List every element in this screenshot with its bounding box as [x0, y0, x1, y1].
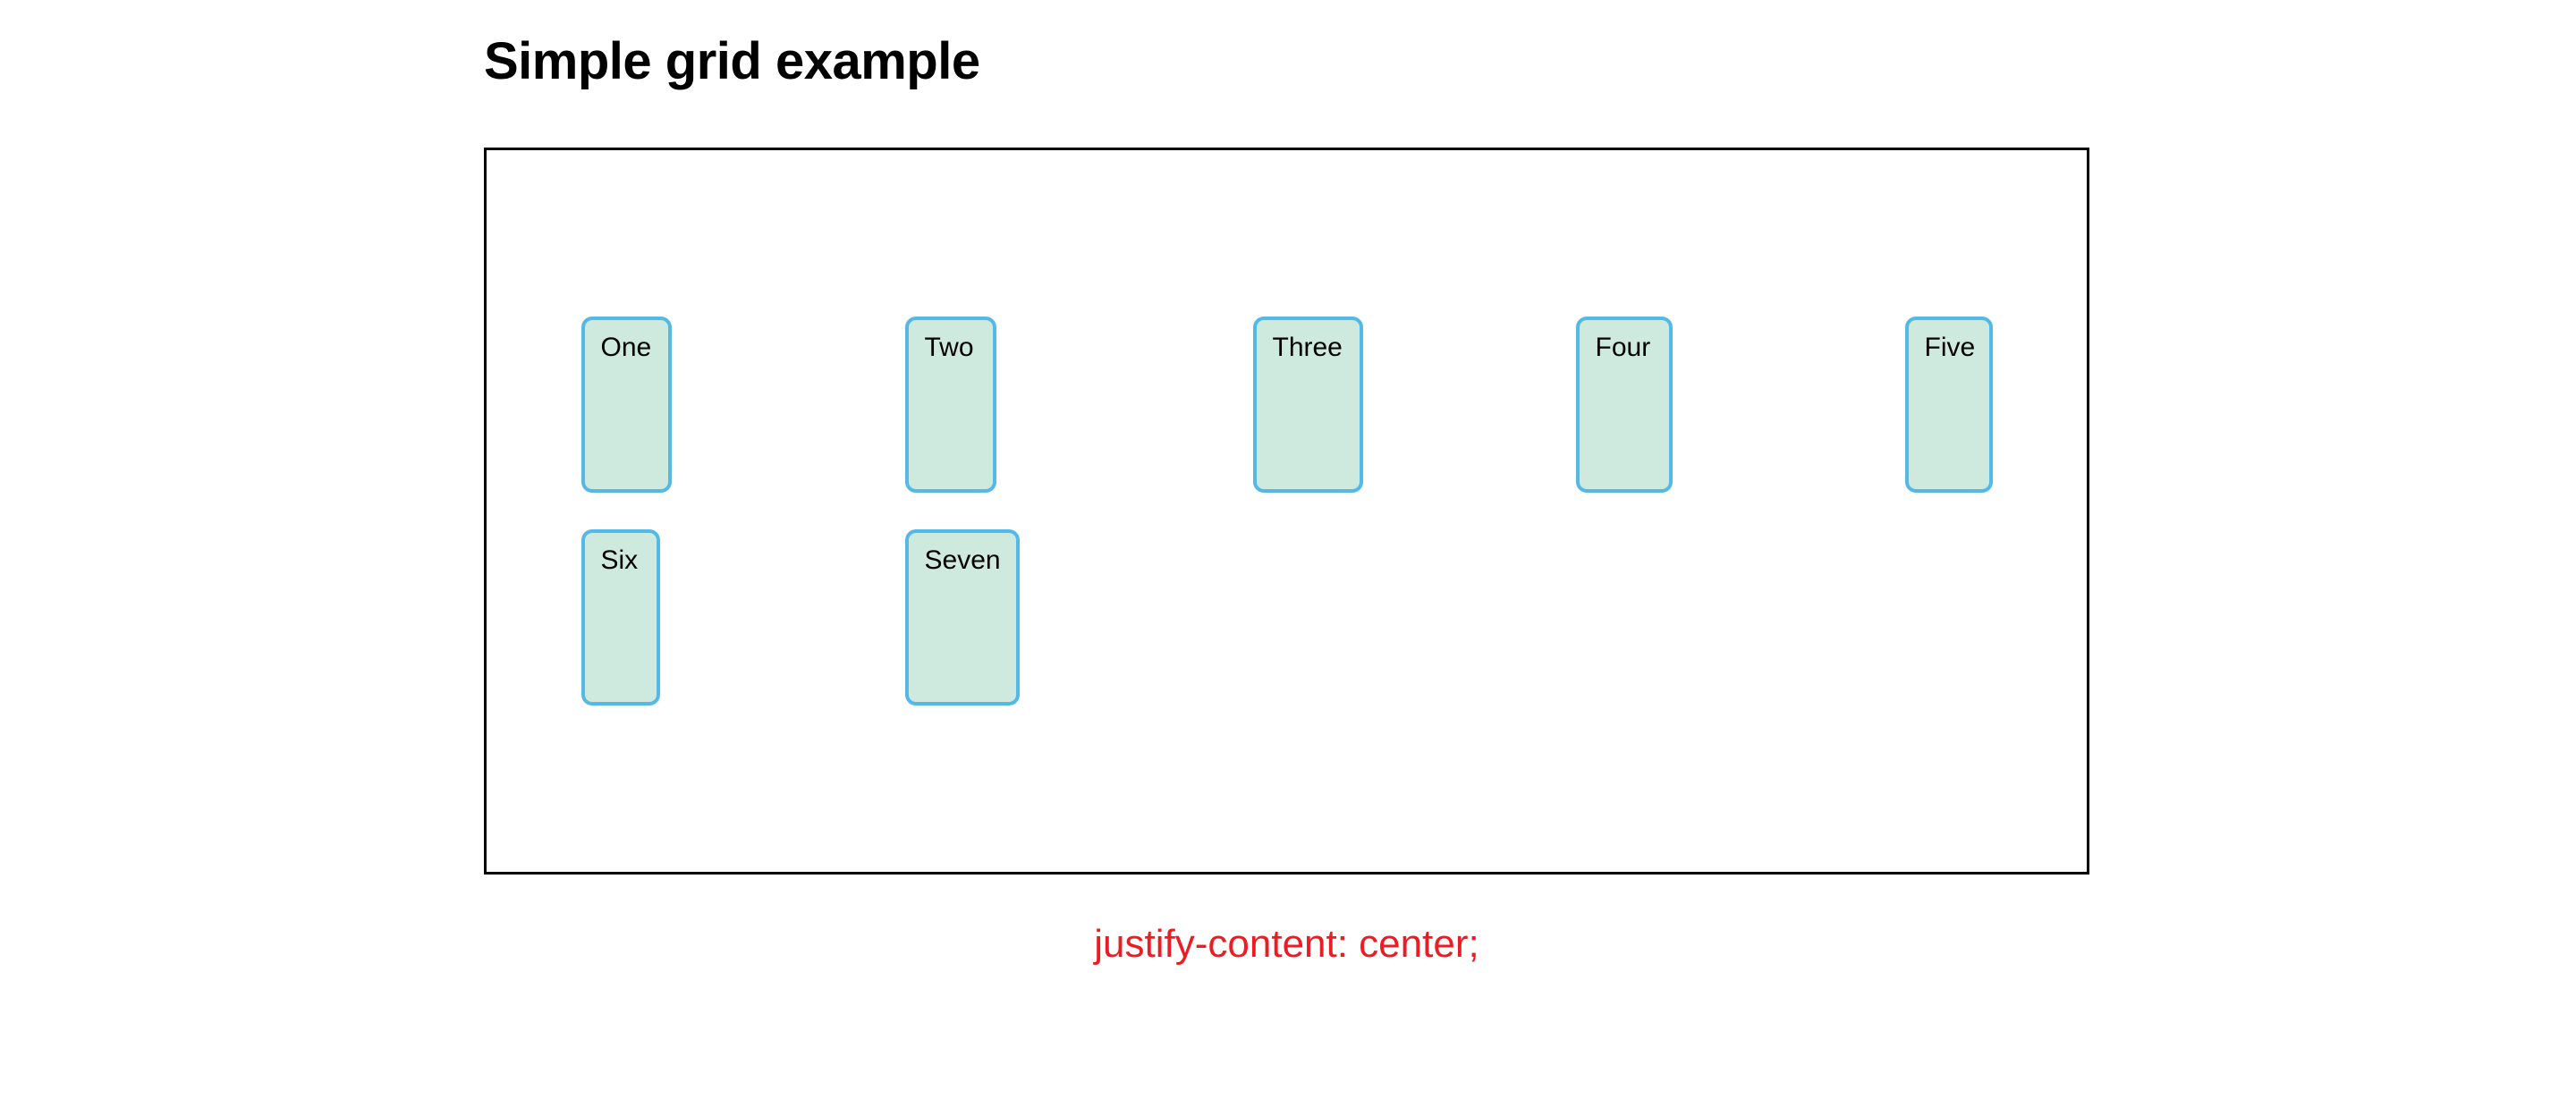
grid-column-gap	[660, 529, 894, 706]
grid-column-gap	[672, 317, 905, 493]
grid-item-five[interactable]: Five	[1904, 317, 1993, 493]
grid-item-four[interactable]: Four	[1575, 317, 1673, 493]
grid-cell: Six	[580, 529, 894, 706]
grid-cell: Two	[904, 317, 1230, 493]
grid-cell: One	[580, 317, 905, 493]
grid-item-seven[interactable]: Seven	[904, 529, 1020, 706]
grid-column-gap	[1020, 529, 1253, 706]
grid-cell: Four	[1575, 317, 1905, 493]
grid-cell: Three	[1252, 317, 1576, 493]
grid-column-gap	[1673, 317, 1905, 493]
grid-column-gap	[996, 317, 1230, 493]
grid-column-gap	[1363, 317, 1576, 493]
grid-item-one[interactable]: One	[580, 317, 672, 493]
grid-container: One Two Three Four Five Six Seven	[484, 148, 2089, 875]
page-title: Simple grid example	[484, 32, 980, 90]
grid-cell: Five	[1904, 317, 1993, 493]
grid-item-two[interactable]: Two	[904, 317, 996, 493]
justify-content-caption: justify-content: center;	[1094, 922, 1479, 966]
grid-item-six[interactable]: Six	[580, 529, 660, 706]
grid-item-three[interactable]: Three	[1252, 317, 1363, 493]
grid-cell: Seven	[904, 529, 1253, 706]
